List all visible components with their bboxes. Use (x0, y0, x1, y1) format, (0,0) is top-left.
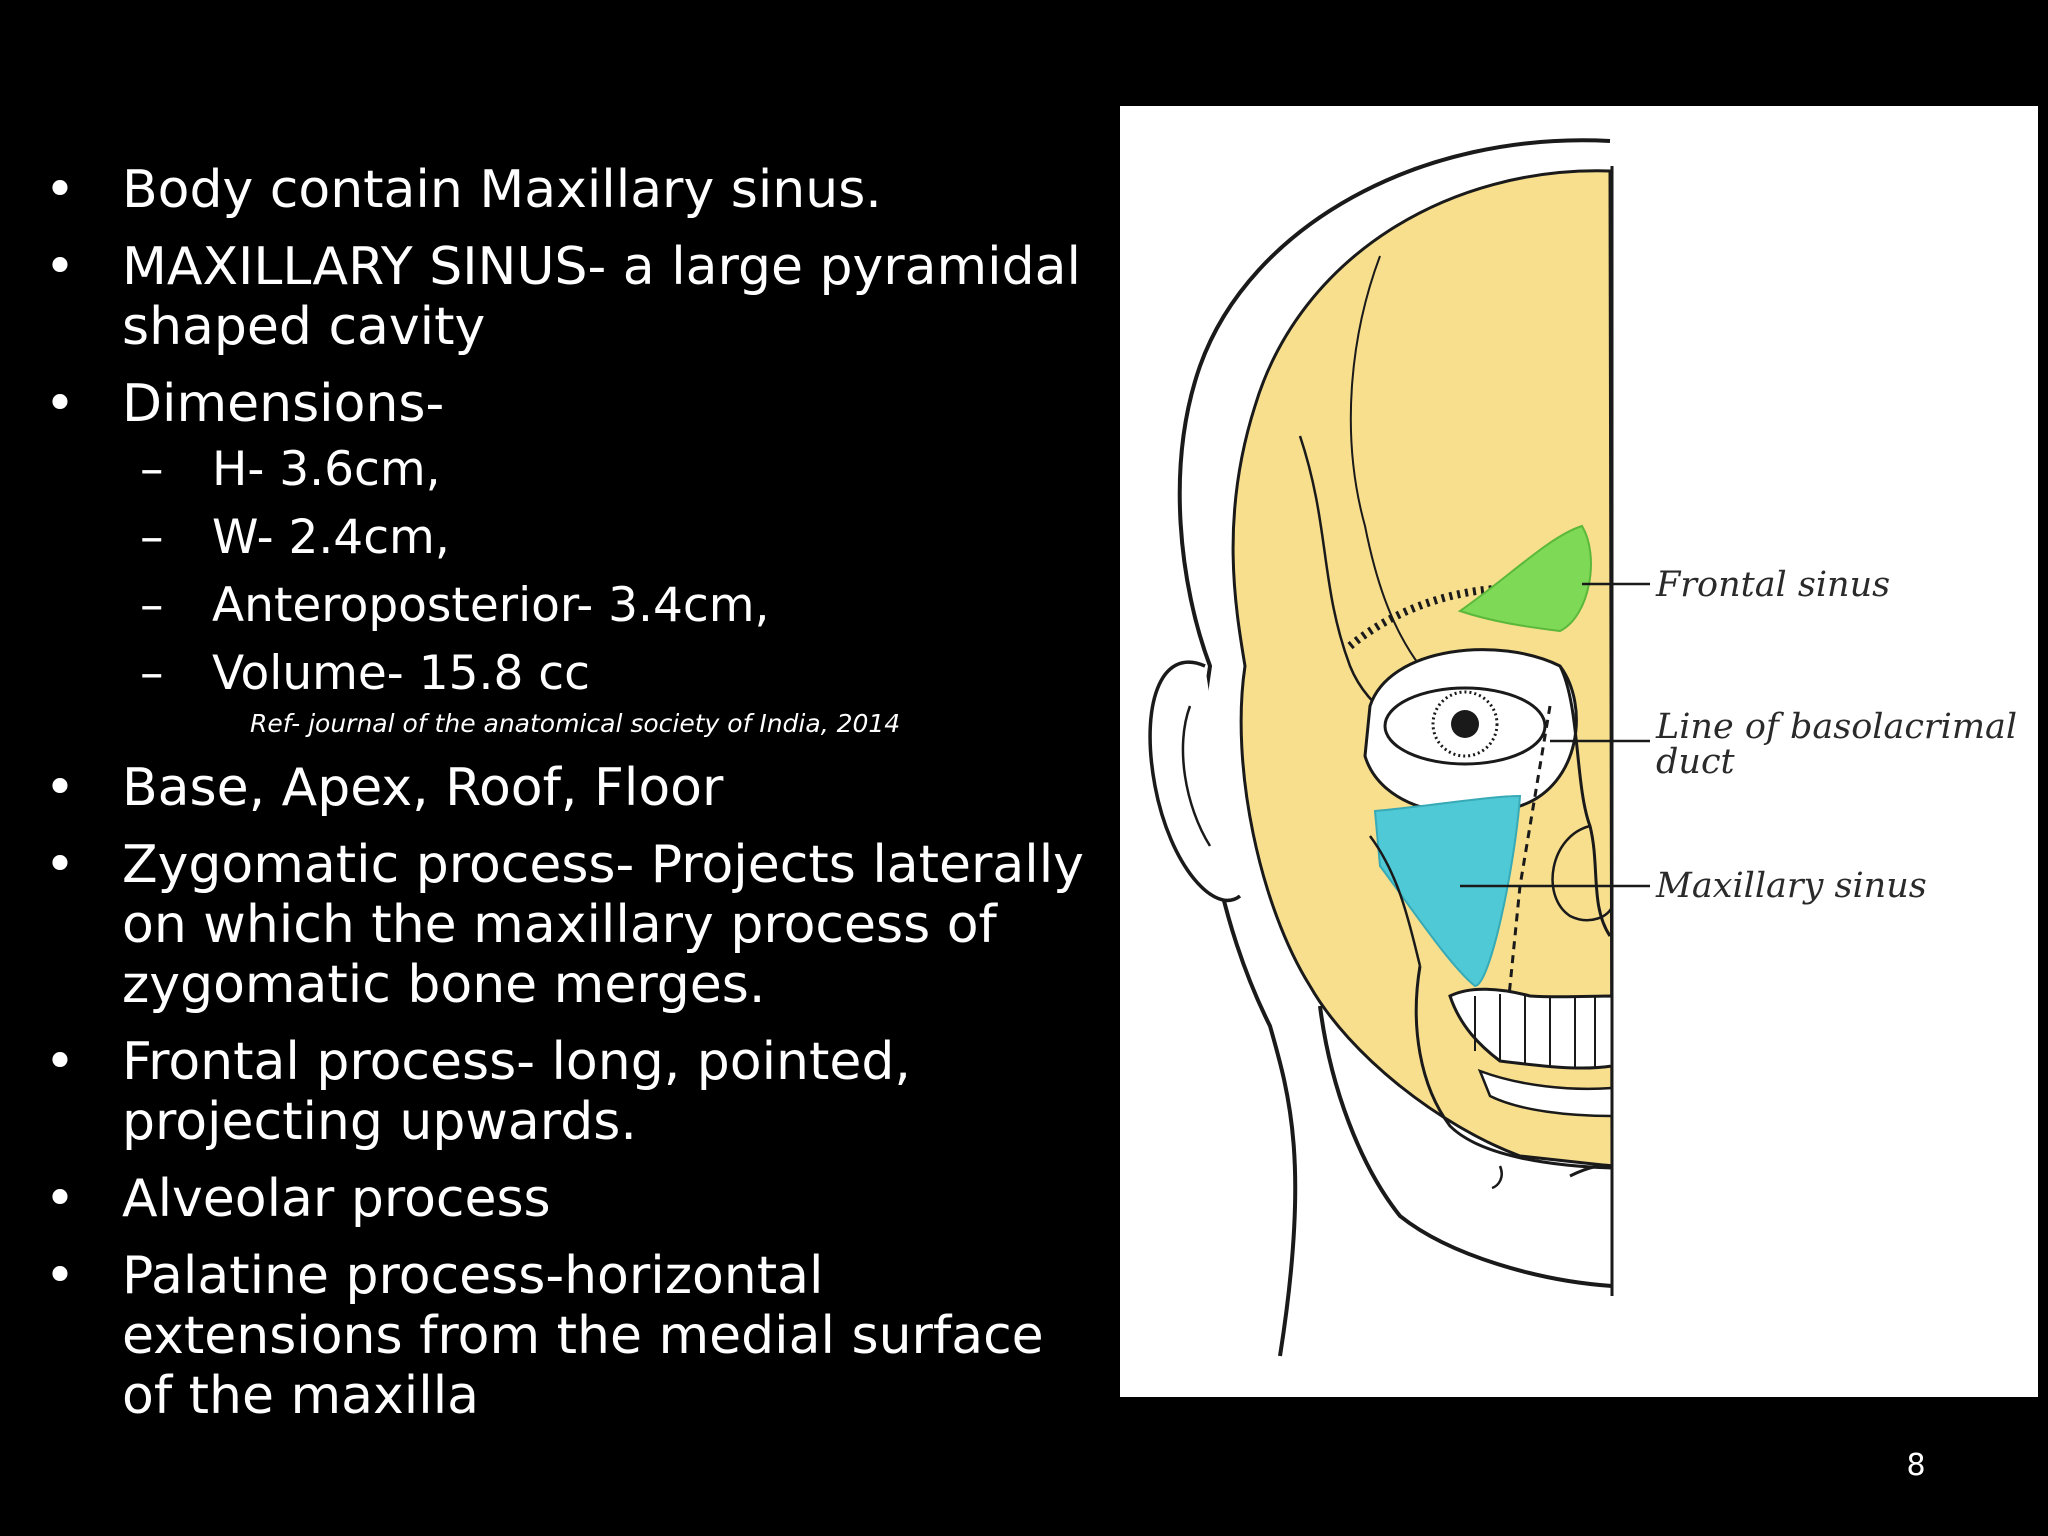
nose-ala (1551, 824, 1614, 922)
dash-marker: – (140, 510, 164, 565)
skull-illustration: Frontal sinus Line of basolacrimal duct … (1148, 138, 2017, 1357)
bullet-text: Palatine process-horizontal extensions f… (122, 1246, 1044, 1426)
sub-bullet-height: – H- 3.6cm, (40, 442, 1100, 498)
bullet-marker: • (44, 374, 76, 434)
bullet-frontal-process: • Frontal process- long, pointed, projec… (40, 1032, 1100, 1152)
jaw-line (1414, 965, 1613, 1170)
reference-note: Ref- journal of the anatomical society o… (250, 709, 901, 738)
bullet-text: Dimensions- (122, 374, 445, 434)
page-number: 8 (1906, 1448, 1926, 1483)
bullet-alveolar-process: • Alveolar process (40, 1169, 1100, 1229)
bullet-base-apex: • Base, Apex, Roof, Floor (40, 758, 1100, 818)
bullet-text: Frontal process- long, pointed, projecti… (122, 1032, 911, 1152)
pupil (1451, 710, 1479, 738)
sub-bullet-text: W- 2.4cm, (212, 510, 450, 565)
bullet-text: MAXILLARY SINUS- a large pyramidal shape… (122, 237, 1081, 357)
bullet-marker: • (44, 1032, 76, 1092)
label-nasolacrimal-duct: Line of basolacrimal (1655, 707, 2017, 747)
frontal-sinus (1457, 524, 1592, 633)
dash-marker: – (140, 442, 164, 497)
bullet-marker: • (44, 160, 76, 220)
bullet-zygomatic-process: • Zygomatic process- Projects laterally … (40, 835, 1100, 1015)
bullet-marker: • (44, 237, 76, 297)
sub-bullet-text: Volume- 15.8 cc (212, 646, 590, 701)
chin-mark (1491, 1165, 1503, 1190)
bullet-marker: • (44, 1169, 76, 1229)
bullet-text: Alveolar process (122, 1169, 551, 1229)
bullet-text: Body contain Maxillary sinus. (122, 160, 882, 220)
bullet-text: Zygomatic process- Projects laterally on… (122, 835, 1084, 1015)
dash-marker: – (140, 578, 164, 633)
neck-outline (1318, 1005, 1613, 1288)
ear-inner (1181, 705, 1212, 847)
sub-bullet-volume: – Volume- 15.8 cc (40, 646, 1100, 702)
bullet-marker: • (44, 1246, 76, 1306)
bullet-marker: • (44, 758, 76, 818)
zygomatic-arch (1368, 835, 1422, 967)
bullet-palatine-process: • Palatine process-horizontal extensions… (40, 1246, 1100, 1426)
dash-marker: – (140, 646, 164, 701)
ear (1148, 660, 1242, 903)
lip-line (1569, 1163, 1613, 1178)
bullet-maxillary-sinus: • MAXILLARY SINUS- a large pyramidal sha… (40, 237, 1100, 357)
skull-diagram: Frontal sinus Line of basolacrimal duct … (1120, 106, 2038, 1397)
sub-bullet-text: Anteroposterior- 3.4cm, (212, 578, 770, 633)
bullet-list: • Body contain Maxillary sinus. • MAXILL… (40, 160, 1100, 1443)
bullet-body-sinus: • Body contain Maxillary sinus. (40, 160, 1100, 220)
bullet-text: Base, Apex, Roof, Floor (122, 758, 724, 818)
label-frontal-sinus: Frontal sinus (1655, 565, 1890, 605)
teeth-separators (1474, 994, 1596, 1068)
label-nasolacrimal-duct-2: duct (1656, 742, 1736, 782)
sub-bullet-width: – W- 2.4cm, (40, 510, 1100, 566)
maxillary-sinus (1373, 794, 1522, 988)
label-maxillary-sinus: Maxillary sinus (1655, 866, 1927, 906)
bullet-dimensions: • Dimensions- (40, 374, 1100, 434)
sub-bullet-anteroposterior: – Anteroposterior- 3.4cm, (40, 578, 1100, 634)
head-outline (1177, 138, 1611, 1357)
sub-bullet-text: H- 3.6cm, (212, 442, 441, 497)
bullet-marker: • (44, 835, 76, 895)
